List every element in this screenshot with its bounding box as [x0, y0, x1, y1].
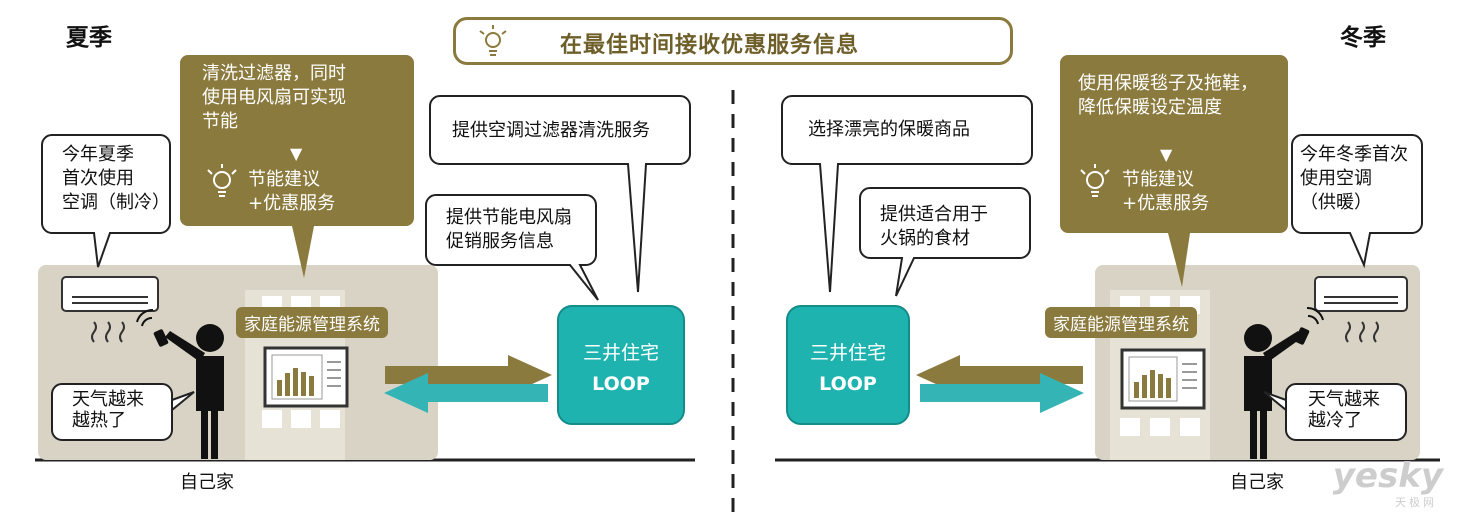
summer-service-filter: 提供空调过滤器清洗服务 [452, 120, 650, 141]
winter-advice-box: 使用保暖毯子及拖鞋， 降低保暖设定温度 [1078, 73, 1258, 118]
winter-advice-arrow: ▼ [1160, 145, 1173, 164]
summer-person-bubble: 天气越来 越热了 [72, 389, 144, 431]
winter-service-products: 选择漂亮的保暖商品 [808, 119, 970, 140]
summer-user-bubble: 今年夏季 首次使用 空调（制冷） [62, 144, 170, 213]
summer-advice-arrow: ▼ [290, 144, 303, 163]
watermark-sub: 天极网 [1395, 496, 1437, 509]
summer-system-label: 家庭能源管理系统 [236, 307, 388, 338]
page-title: 在最佳时间接收优惠服务信息 [560, 33, 860, 58]
lightbulb-icon [479, 25, 507, 56]
summer-advice-result: 节能建议 +优惠服务 [248, 169, 336, 214]
winter-service-food: 提供适合用于 火锅的食材 [880, 204, 988, 249]
title-banner [453, 17, 1013, 65]
winter-advice-result: 节能建议 +优惠服务 [1122, 169, 1210, 214]
summer-advice-box: 清洗过滤器，同时 使用电风扇可实现 节能 [202, 63, 346, 132]
summer-home-label: 自己家 [180, 472, 234, 493]
summer-service-fan: 提供节能电风扇 促销服务信息 [446, 207, 572, 252]
winter-label: 冬季 [1340, 25, 1386, 51]
loop-box-left: 三井住宅 LOOP [582, 342, 659, 395]
winter-home-label: 自己家 [1230, 472, 1284, 493]
winter-system-label: 家庭能源管理系统 [1045, 307, 1197, 338]
loop-box-right: 三井住宅 LOOP [809, 342, 886, 395]
watermark-logo: yesky [1332, 456, 1443, 496]
summer-label: 夏季 [66, 25, 112, 51]
winter-user-bubble: 今年冬季首次 使用空调 （供暖） [1300, 144, 1408, 213]
winter-person-bubble: 天气越来 越冷了 [1308, 389, 1380, 431]
